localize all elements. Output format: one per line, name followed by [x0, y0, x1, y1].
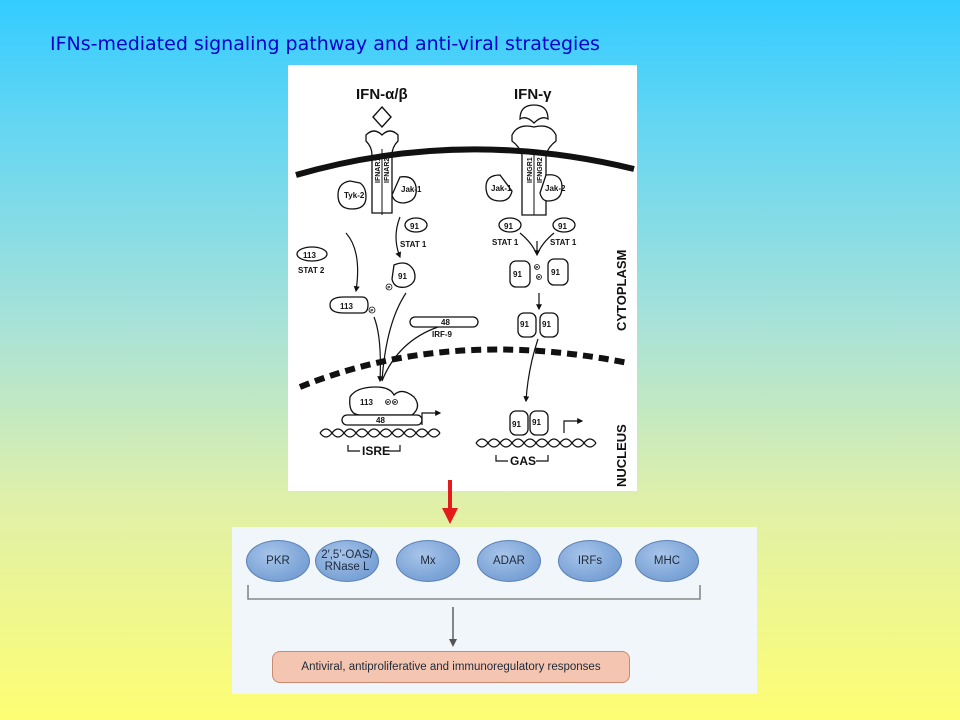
jak1-right-shape — [485, 174, 513, 202]
nuclear-membrane — [298, 346, 629, 390]
stat1-91-monomer-b: 91 — [551, 268, 560, 277]
ifnar2-label: IFNAR2 — [384, 158, 391, 183]
ifn-alpha-beta-label: IFN-α/β — [356, 86, 408, 103]
phospho-label: P — [535, 265, 538, 270]
jak1-left-label: Jak-1 — [401, 185, 422, 194]
effector-pkr: PKR — [246, 540, 310, 582]
phospho-label: P — [386, 400, 389, 405]
phospho-label: P — [393, 400, 396, 405]
antiviral-response-panel: PKR 2′,5′-OAS/ RNase L Mx ADAR IRFs MHC … — [232, 527, 757, 694]
stat1-91-right-b: 91 — [558, 222, 567, 231]
effector-mx: Mx — [396, 540, 460, 582]
stat1-91-phospho-left: 91 — [398, 272, 407, 281]
stat2-label: STAT 2 — [298, 266, 325, 275]
transcription-arrow-gas — [563, 418, 584, 433]
ifn-gamma-label: IFN-γ — [514, 86, 552, 103]
stat1-label-right-a: STAT 1 — [492, 238, 519, 247]
jak2-label: Jak-2 — [545, 184, 566, 193]
effector-oas: 2′,5′-OAS/ RNase L — [315, 540, 379, 582]
stat1-91-gas-a: 91 — [512, 420, 521, 429]
cytoplasm-label: CYTOPLASM — [614, 250, 629, 331]
ifngr2-label: IFNGR2 — [537, 157, 544, 183]
plasma-membrane — [295, 146, 635, 178]
effector-mhc: MHC — [635, 540, 699, 582]
irf9-48-cyto: 48 — [441, 318, 450, 327]
jak1-left-shape — [391, 176, 417, 204]
pathway-figure: IFN-α/β IFN-γ IFNAR1 IFNAR2 IFNGR1 IFNGR… — [295, 86, 635, 487]
transcription-arrow-isre — [421, 410, 442, 425]
phospho-label: P — [370, 308, 373, 313]
outcome-box: Antiviral, antiproliferative and immunor… — [272, 651, 630, 683]
effector-irfs: IRFs — [558, 540, 622, 582]
phospho-label: P — [537, 275, 540, 280]
stat2-113-nuclear: 113 — [360, 398, 373, 407]
effector-bracket — [247, 585, 701, 647]
stat1-91-monomer-a: 91 — [513, 270, 522, 279]
slide-title: IFNs-mediated signaling pathway and anti… — [50, 33, 600, 55]
isre-label: ISRE — [362, 444, 390, 458]
stat1-label-left: STAT 1 — [400, 240, 427, 249]
jak2-shape — [539, 174, 563, 202]
ifn-signaling-pathway-diagram: IFN-α/β IFN-γ IFNAR1 IFNAR2 IFNGR1 IFNGR… — [288, 65, 637, 491]
downward-red-arrow — [442, 480, 458, 524]
stat1-label-right-b: STAT 1 — [550, 238, 577, 247]
ifngr1-label: IFNGR1 — [527, 157, 534, 183]
down-arrow-icon — [449, 639, 457, 647]
stat2-113-phospho: 113 — [340, 302, 353, 311]
gas-label: GAS — [510, 454, 536, 468]
tyk2-label: Tyk-2 — [344, 191, 365, 200]
stat2-113-top: 113 — [303, 251, 316, 260]
tyk2-shape — [337, 180, 367, 210]
ifnar1-label: IFNAR1 — [375, 158, 382, 183]
ifn-gamma-ligand-shape — [519, 104, 549, 124]
jak1-right-label: Jak-1 — [491, 184, 512, 193]
effector-adar: ADAR — [477, 540, 541, 582]
stat1-91-gas-b: 91 — [532, 418, 541, 427]
phospho-label: P — [387, 285, 390, 290]
irf9-48-nuclear: 48 — [376, 416, 385, 425]
ifn-alpha-beta-ligand-shape — [372, 105, 392, 129]
nucleus-label: NUCLEUS — [614, 424, 629, 487]
stat1-91-dimer-a: 91 — [520, 320, 529, 329]
stat1-91-left: 91 — [410, 222, 419, 231]
stat1-91-right-a: 91 — [504, 222, 513, 231]
stat1-91-dimer-b: 91 — [542, 320, 551, 329]
irf9-label: IRF-9 — [432, 330, 453, 339]
